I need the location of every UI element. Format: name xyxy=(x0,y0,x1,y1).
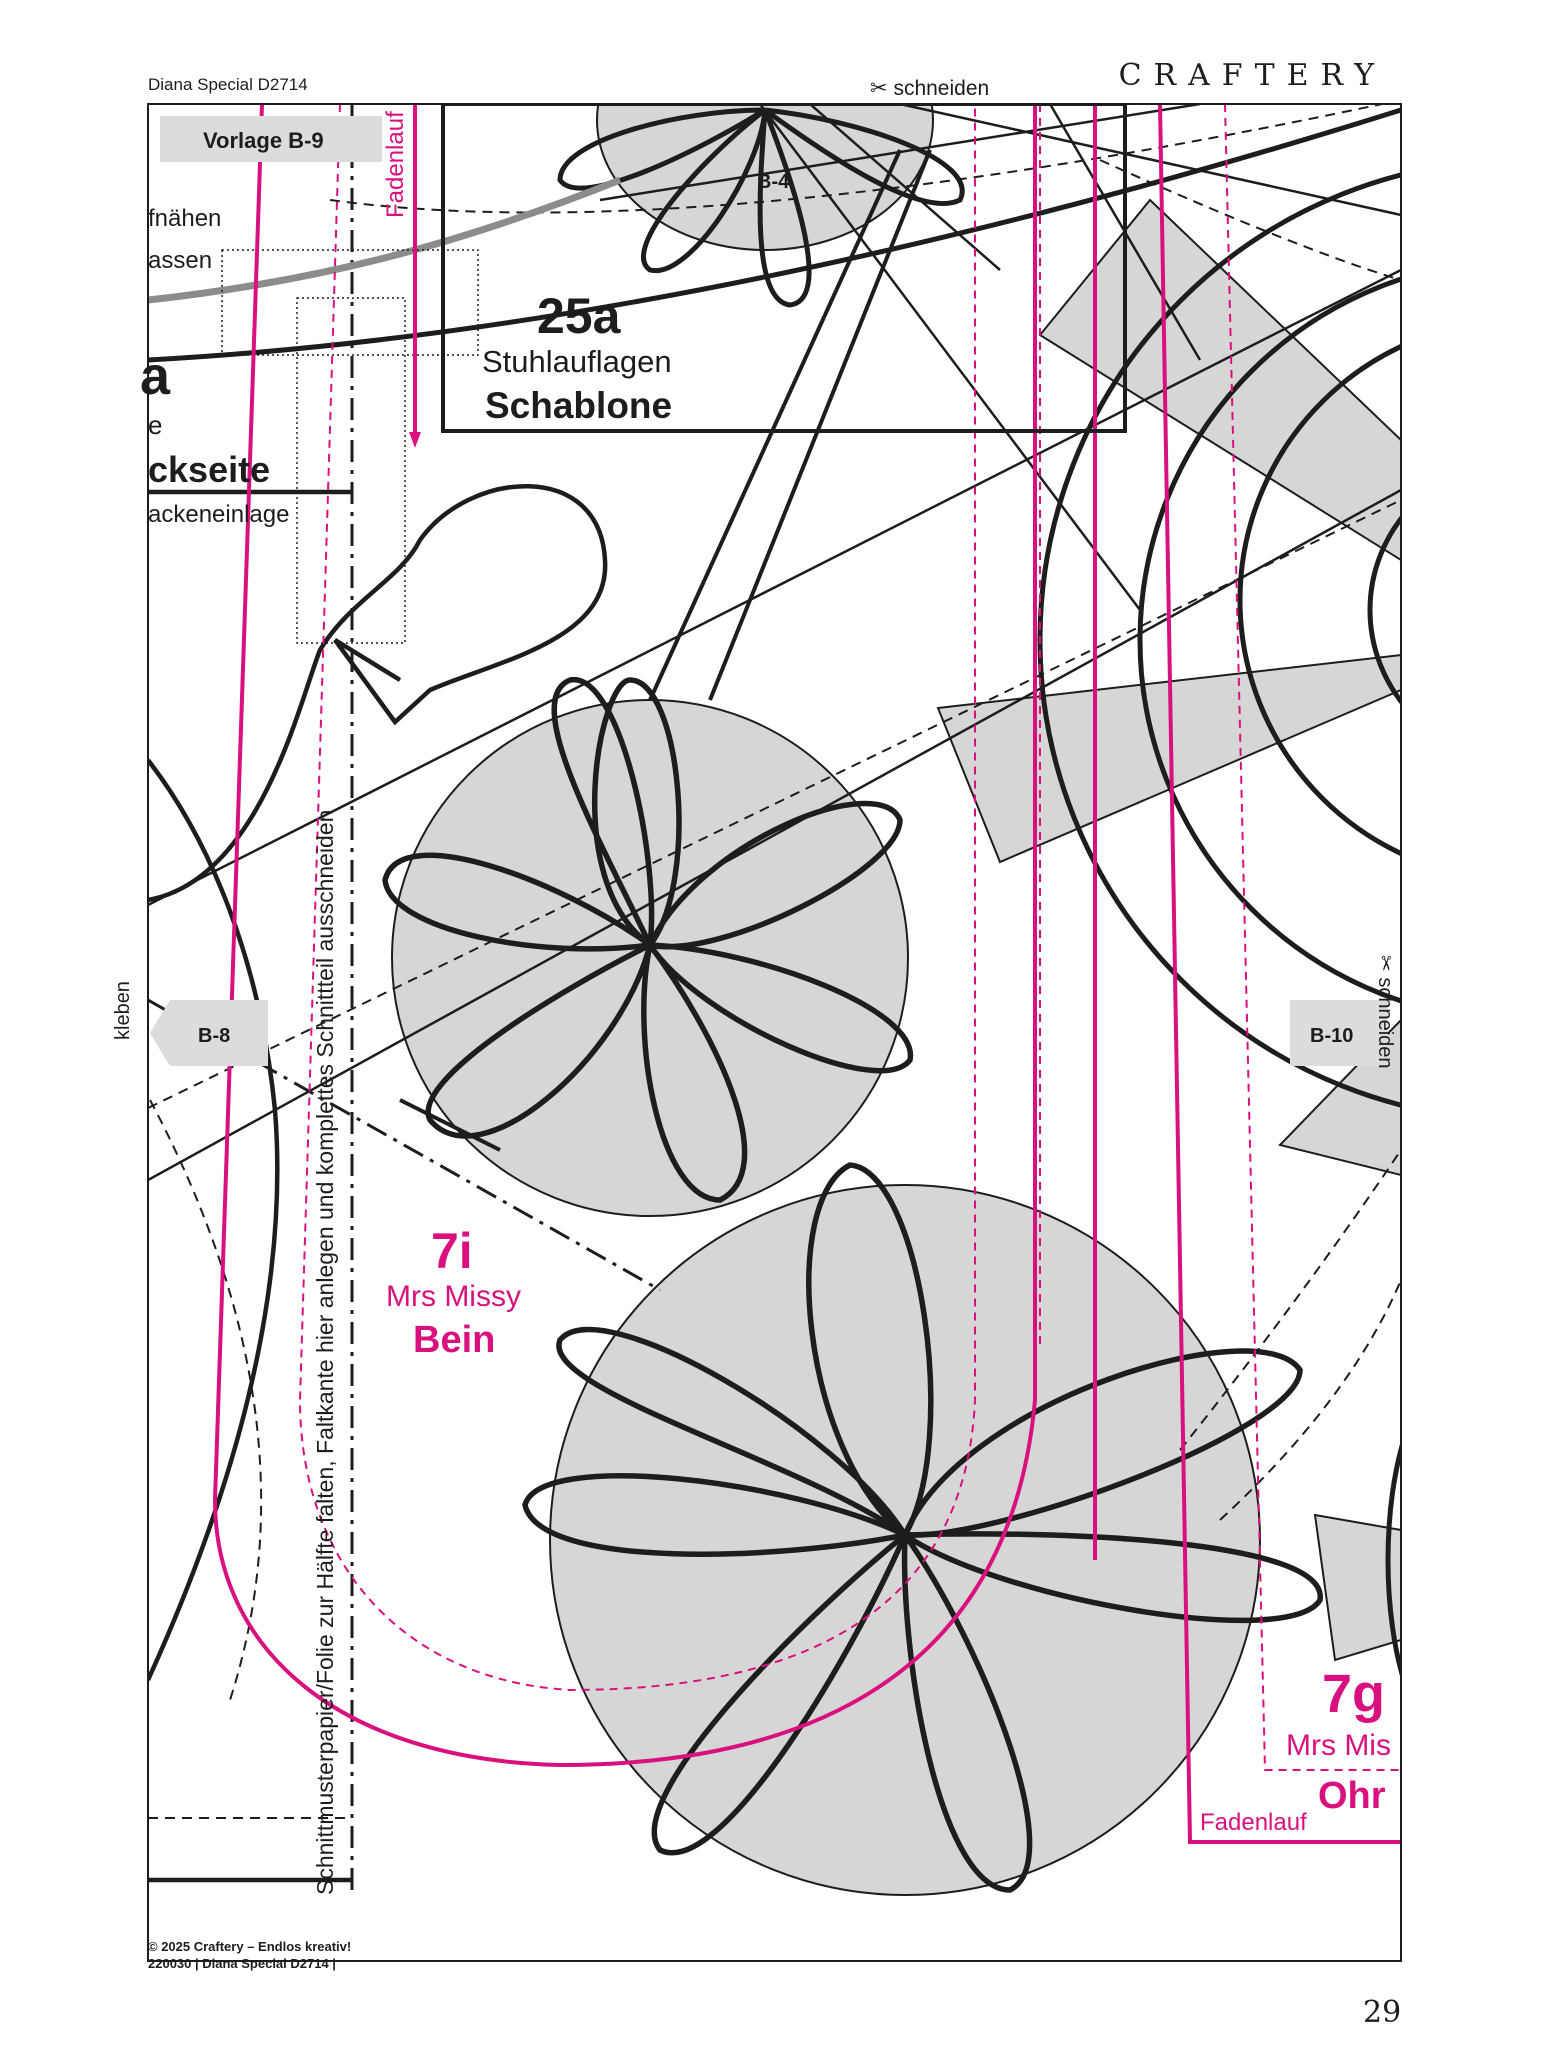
fragment-aufnaehen: fnähen xyxy=(148,205,221,232)
cut-label-top-text: schneiden xyxy=(893,77,990,100)
fragment-big-a: a xyxy=(140,346,171,406)
grey-half-disc-b4 xyxy=(596,104,934,251)
fragment-rueckseite: ckseite xyxy=(148,449,270,490)
piece-7g-name: Mrs Mis xyxy=(1286,1729,1391,1762)
piece-7i-name: Mrs Missy xyxy=(386,1280,521,1313)
piece-7i-part: Bein xyxy=(413,1319,495,1361)
dotted-boxes xyxy=(221,249,479,644)
piece-7g-number: 7g xyxy=(1322,1664,1385,1724)
footer: © 2025 Craftery – Endlos kreativ! 220030… xyxy=(148,1938,351,1972)
page-frame xyxy=(147,103,1402,1962)
header-pattern-title: Diana Special D2714 xyxy=(148,75,308,94)
flower-petals-lower xyxy=(522,1162,1323,1893)
footer-code: 220030 | Diana Special D2714 | xyxy=(148,1956,336,1971)
construction-lines xyxy=(148,104,1401,1182)
grey-wedge-upper xyxy=(1038,198,1401,562)
piece-7g-part: Ohr xyxy=(1318,1775,1386,1817)
grain-label-top: Fadenlauf xyxy=(382,111,409,218)
tag-b8-arrow xyxy=(150,1000,170,1066)
grain-arrow-head xyxy=(409,432,421,448)
stem-lines xyxy=(399,149,932,1152)
tag-b10: B-10 xyxy=(1310,1025,1353,1047)
grey-wedge-lower xyxy=(1313,1513,1401,1662)
tag-vorlage: Vorlage B-9 xyxy=(203,128,324,153)
fragment-e: e xyxy=(148,410,162,440)
svg-text: Vorlage B-9 B-4 B-8 B-10 fnähen assen a … xyxy=(140,111,1391,1895)
footer-copyright: © 2025 Craftery – Endlos kreativ! xyxy=(148,1939,352,1954)
tag-vorlage-bg xyxy=(160,116,382,162)
tag-b10-bg xyxy=(1290,1000,1388,1066)
piece-7i-number: 7i xyxy=(431,1223,473,1279)
pattern-drawing xyxy=(148,104,1401,1896)
cut-label-top: ✂ schneiden xyxy=(870,76,989,101)
scissors-icon: ✂ xyxy=(1374,955,1396,972)
piece-25a-name: Stuhlauflagen xyxy=(482,344,672,379)
grey-curve-band xyxy=(148,176,622,304)
brand-logo: CRAFTERY xyxy=(1118,58,1386,93)
cut-label-right-text: schneiden xyxy=(1374,977,1396,1069)
page-number: 29 xyxy=(1363,1995,1402,2030)
piece-25a-part: Schablone xyxy=(485,385,672,426)
tag-b8-bg xyxy=(170,1000,268,1066)
fragment-nackeneinlage: ackeneinlage xyxy=(148,501,289,528)
magenta-outlines xyxy=(212,104,1401,1844)
magenta-dashed-outlines xyxy=(298,104,1401,1771)
piece-25a-number: 25a xyxy=(537,288,622,344)
tag-b4: B-4 xyxy=(757,171,790,193)
scissors-icon: ✂ xyxy=(870,77,888,100)
flower-petals-upper xyxy=(382,677,913,1203)
glue-label-left: kleben xyxy=(112,981,134,1040)
fold-instruction: Schnittmusterpapier/Folie zur Hälfte fal… xyxy=(312,810,338,1895)
fragment-lassen: assen xyxy=(148,247,212,274)
cut-label-right: ✂ schneiden xyxy=(1373,955,1398,1069)
piece-25a-frame xyxy=(441,104,1127,433)
tag-b8: B-8 xyxy=(198,1025,230,1047)
dashed-lines xyxy=(148,104,1401,1819)
piece-7g-grain: Fadenlauf xyxy=(1200,1809,1307,1836)
flower-petals-b4 xyxy=(557,107,965,308)
